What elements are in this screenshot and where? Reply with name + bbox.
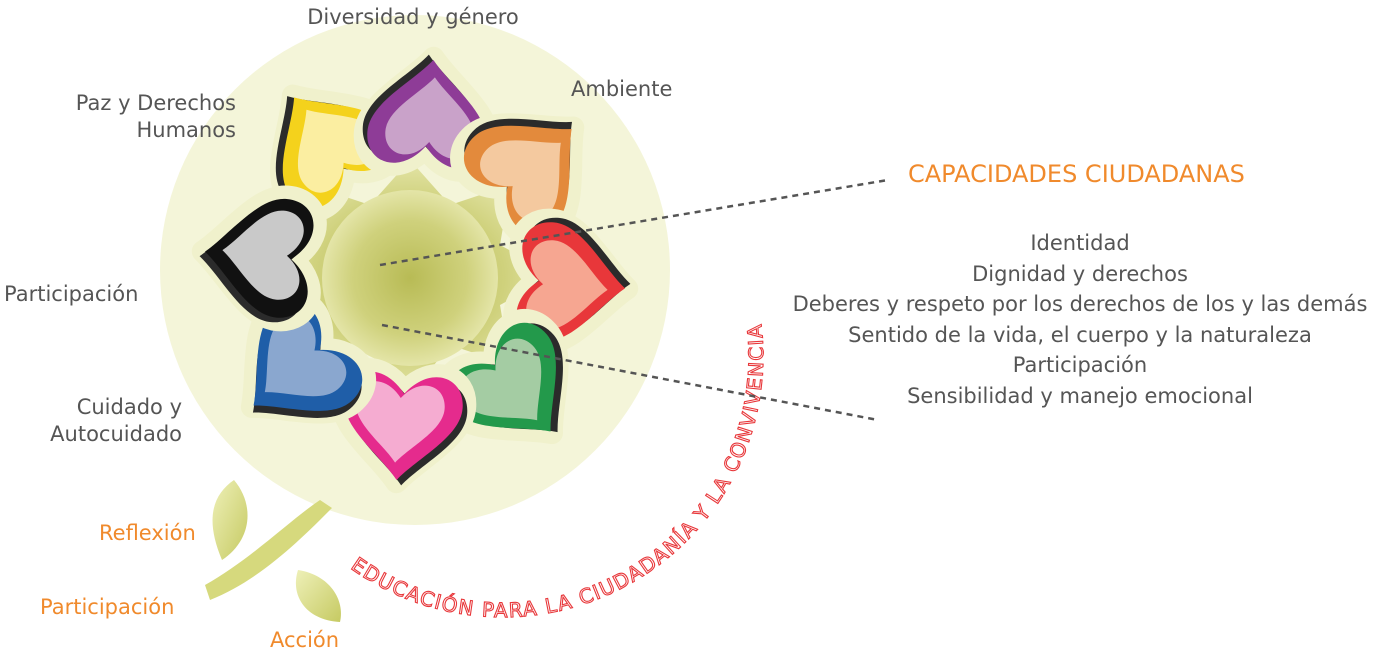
label-diversidad: Diversidad y género	[307, 5, 519, 29]
label-paz: Paz y Derechos Humanos	[40, 90, 236, 144]
connector-lines	[379, 178, 889, 422]
capacidad-item: Sentido de la vida, el cuerpo y la natur…	[848, 322, 1312, 347]
label-accion: Acción	[270, 628, 340, 652]
label-cuidado-line1: Cuidado y	[76, 395, 182, 419]
capacidad-item: Sensibilidad y manejo emocional	[907, 383, 1253, 408]
capacidad-item: Participación	[1012, 353, 1148, 378]
flower-stem	[205, 480, 341, 622]
capacidades-list: Identidad Dignidad y derechos Deberes y …	[780, 228, 1380, 412]
leaf-upper	[212, 480, 248, 560]
label-cuidado: Cuidado y Autocuidado	[20, 394, 182, 448]
connector-line-lower	[381, 323, 879, 422]
label-stem-participacion: Participación	[40, 595, 175, 619]
label-cuidado-line2: Autocuidado	[50, 422, 182, 446]
center-star	[265, 160, 555, 395]
connector-line-upper	[379, 178, 889, 267]
capacidades-title: CAPACIDADES CIUDADANAS	[908, 160, 1245, 188]
capacidad-item: Dignidad y derechos	[972, 261, 1188, 286]
leaf-lower	[295, 570, 341, 622]
label-paz-line2: Humanos	[136, 118, 236, 142]
label-reflexion: Reflexión	[99, 521, 196, 545]
label-paz-line1: Paz y Derechos	[75, 91, 236, 115]
capacidad-item: Deberes y respeto por los derechos de lo…	[792, 292, 1368, 317]
capacidad-item: Identidad	[1030, 231, 1130, 255]
label-participacion: Participación	[4, 282, 139, 306]
label-ambiente: Ambiente	[571, 77, 673, 101]
